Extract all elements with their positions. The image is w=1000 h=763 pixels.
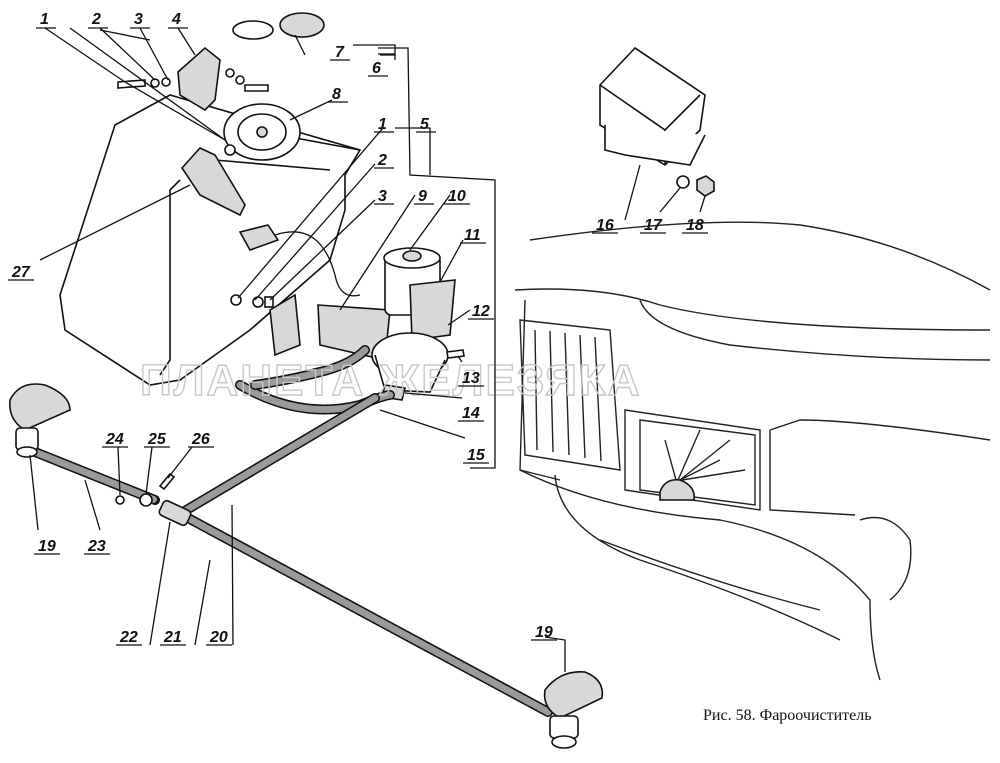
pump-bracket-9 <box>269 293 391 361</box>
bracket-27 <box>180 147 246 217</box>
callout-26: 26 <box>191 431 210 448</box>
tee-22 <box>158 499 192 527</box>
callout-6: 6 <box>372 60 381 77</box>
washer-reservoir <box>59 94 362 386</box>
callout-19-right: 19 <box>535 624 553 641</box>
callout-10: 10 <box>448 188 466 205</box>
callout-27: 27 <box>11 264 31 281</box>
gasket-7 <box>232 12 325 40</box>
washer-nozzle-on-car <box>659 478 696 501</box>
pump-12 <box>371 332 449 393</box>
callout-5: 5 <box>420 116 430 133</box>
car-front-illustration <box>514 221 991 681</box>
pump-wire <box>274 231 361 297</box>
electric-connector <box>238 224 280 251</box>
callout-2: 2 <box>91 11 101 28</box>
bracket-4 <box>177 46 221 112</box>
callout-18: 18 <box>686 217 704 234</box>
callout-3b: 3 <box>378 188 387 205</box>
washer-3b <box>264 296 274 308</box>
relay-16 <box>599 46 706 167</box>
washer-2b <box>252 296 264 308</box>
callout-17: 17 <box>644 217 663 234</box>
motor-bracket-11 <box>409 279 456 341</box>
callout-1b: 1 <box>378 116 387 133</box>
callout-13: 13 <box>462 370 480 387</box>
callout-labels: 1 2 3 4 7 6 8 1 5 2 3 9 10 11 12 13 14 1… <box>11 11 704 646</box>
callout-14: 14 <box>462 405 480 422</box>
washer-24 <box>115 495 125 505</box>
filler-cap-8 <box>223 103 301 161</box>
nozzle-19-left <box>8 383 71 458</box>
callout-22: 22 <box>119 629 138 646</box>
callout-25: 25 <box>147 431 167 448</box>
nozzle-19-right <box>543 671 604 749</box>
callout-23: 23 <box>87 538 106 555</box>
callout-1: 1 <box>40 11 49 28</box>
callout-24: 24 <box>105 431 124 448</box>
callout-11: 11 <box>464 227 481 244</box>
leader-lines <box>29 27 706 672</box>
callout-20: 20 <box>209 629 228 646</box>
callout-3: 3 <box>134 11 143 28</box>
callout-2b: 2 <box>377 152 387 169</box>
nut-18 <box>696 175 715 197</box>
figure-caption: Рис. 58. Фароочиститель <box>703 707 872 724</box>
callout-7: 7 <box>335 44 345 61</box>
callout-4: 4 <box>171 11 181 28</box>
callout-9: 9 <box>418 188 427 205</box>
screw-26 <box>158 472 176 491</box>
callout-8: 8 <box>332 86 341 103</box>
callout-underlines <box>8 27 708 646</box>
spray-lines <box>664 429 746 481</box>
callout-16: 16 <box>596 217 614 234</box>
clamp-25 <box>139 493 153 507</box>
screw-13 <box>446 349 465 359</box>
hoses <box>25 345 553 717</box>
watermark: ПЛАНЕТА ЖЕЛЕЗЯКА <box>140 356 642 405</box>
grille <box>519 319 621 471</box>
callout-19-left: 19 <box>38 538 56 555</box>
callout-21: 21 <box>163 629 182 646</box>
callout-12: 12 <box>472 303 490 320</box>
callout-15: 15 <box>467 447 486 464</box>
washer-17 <box>676 175 690 189</box>
